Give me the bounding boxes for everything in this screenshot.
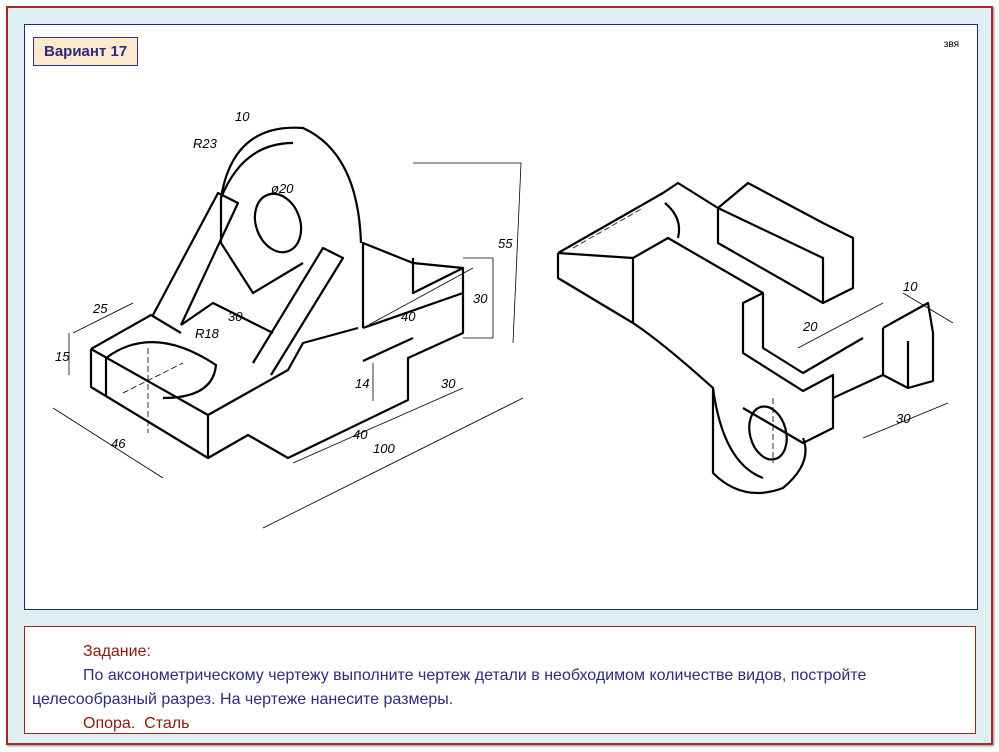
page-frame: Вариант 17 звя <box>6 6 993 745</box>
dim-40-bottom: 40 <box>353 427 368 442</box>
author-initials: звя <box>943 39 959 50</box>
dim-right-10: 10 <box>903 279 918 294</box>
dim-30-vertical: 30 <box>473 291 488 306</box>
left-dimensions <box>52 162 524 529</box>
dim-30-inner: 30 <box>228 309 243 324</box>
drawing-sheet: Вариант 17 звя <box>24 24 978 610</box>
task-panel: Задание: По аксонометрическому чертежу в… <box>24 626 976 734</box>
task-text-line1: По аксонометрическому чертежу выполните … <box>83 667 867 684</box>
dim-r18: R18 <box>195 326 220 341</box>
dim-55: 55 <box>498 236 513 251</box>
dim-100: 100 <box>373 441 395 456</box>
dim-25: 25 <box>92 301 108 316</box>
left-part <box>89 126 465 460</box>
right-dimensions <box>572 207 954 463</box>
dim-30-bottom: 30 <box>441 376 456 391</box>
dim-15: 15 <box>55 349 70 364</box>
dim-right-30: 30 <box>896 411 911 426</box>
dim-10: 10 <box>235 109 250 124</box>
dim-d20: ø20 <box>271 181 294 196</box>
task-title: Задание: <box>83 643 151 660</box>
dim-40-top: 40 <box>401 309 416 324</box>
dim-14: 14 <box>355 376 369 391</box>
right-part <box>556 181 935 495</box>
part-name: Опора. <box>83 715 136 732</box>
dimension-labels: 10 R23 ø20 55 30 40 25 15 30 R18 14 46 4… <box>55 109 918 456</box>
variant-label: Вариант 17 <box>33 37 139 66</box>
dim-46: 46 <box>111 436 126 451</box>
dim-right-20: 20 <box>802 319 818 334</box>
dim-r23: R23 <box>193 136 218 151</box>
material: Сталь <box>144 715 190 732</box>
isometric-drawing: 10 R23 ø20 55 30 40 25 15 30 R18 14 46 4… <box>52 109 954 529</box>
task-text-line2: целесообразный разрез. На чертеже нанеси… <box>32 691 454 708</box>
